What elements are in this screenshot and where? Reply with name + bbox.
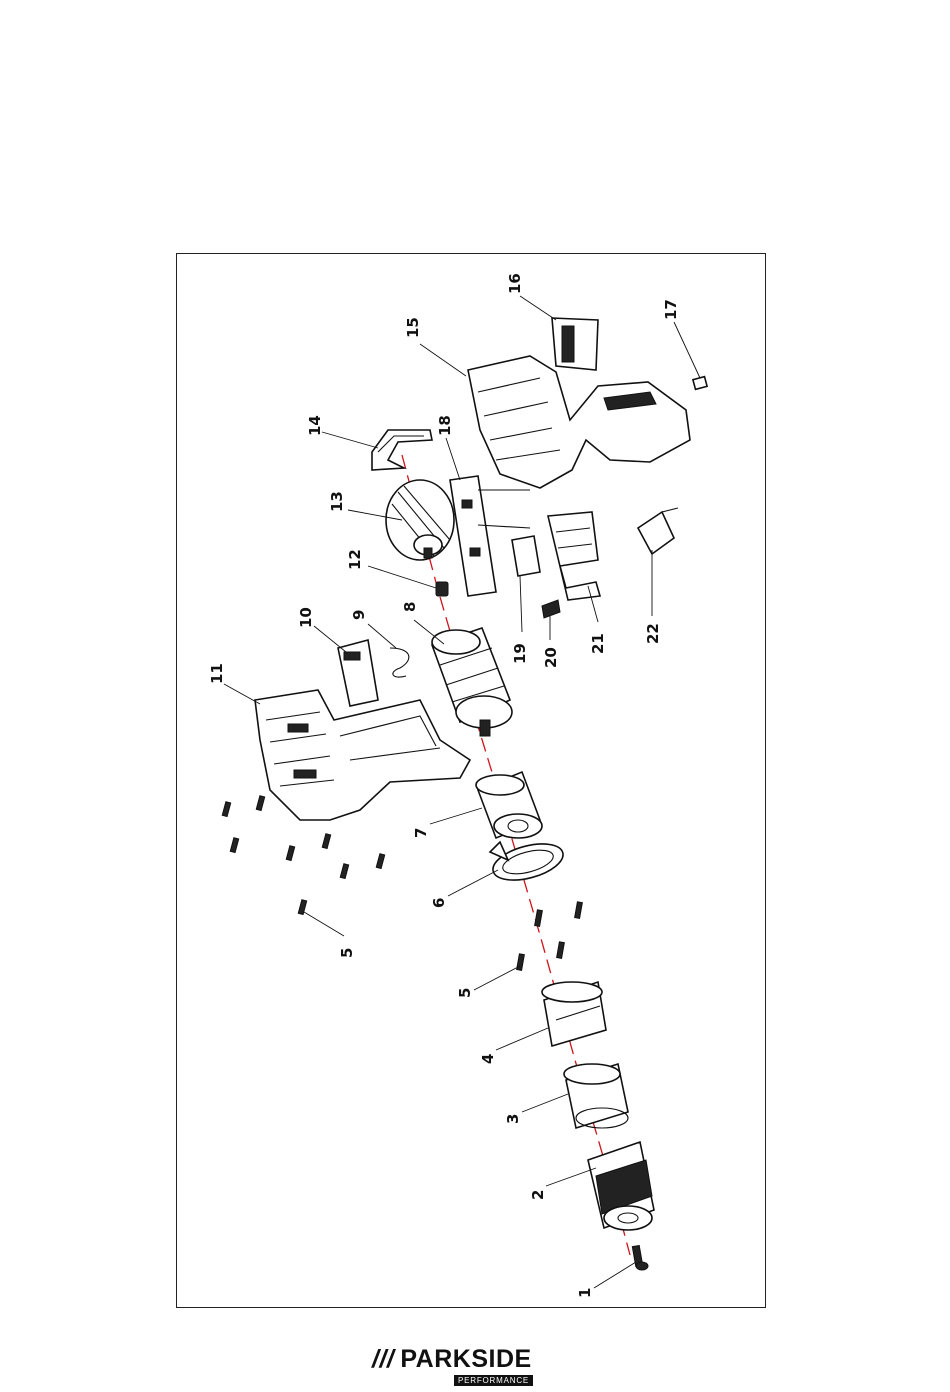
label-18: 18 [436,415,454,436]
label-1: 1 [576,1288,594,1298]
label-13: 13 [328,491,346,512]
brand-name: PARKSIDE [400,1345,531,1373]
part-21-switch [548,512,600,600]
label-22: 22 [644,623,662,644]
label-12: 12 [346,549,364,570]
label-2: 2 [529,1190,547,1200]
label-5-left: 5 [338,948,356,958]
label-4: 4 [479,1054,497,1064]
part-3-collar [564,1064,628,1128]
part-14-bracket [372,430,432,470]
label-11: 11 [208,663,226,684]
label-6: 6 [430,898,448,908]
part-16-label-plate [552,318,598,370]
label-8: 8 [401,602,419,612]
label-16: 16 [506,273,524,294]
part-8-gearbox [432,628,512,736]
part-11-housing-left [255,690,470,820]
part-2-chuck [588,1142,654,1230]
part-22-battery-contact [638,508,678,554]
part-7-gear-ring [476,772,542,838]
part-17-chip [693,377,707,390]
screws-set-b [517,902,583,971]
label-19: 19 [511,643,529,664]
label-9: 9 [350,610,368,620]
part-19-module [512,536,540,576]
part-13-motor [386,480,454,560]
label-20: 20 [542,647,560,668]
part-12-pinion [436,582,448,596]
part-6-clutch-ring [489,837,567,887]
part-1-screw [632,1245,648,1270]
label-15: 15 [404,317,422,338]
brand-mark: /// [372,1345,394,1373]
part-15-housing-right [468,356,690,488]
brand-wordmark: /// PARKSIDE [372,1345,532,1374]
label-14: 14 [306,415,324,436]
label-7: 7 [412,828,430,838]
part-4-ring [542,982,606,1046]
label-5-right: 5 [456,988,474,998]
label-10: 10 [297,607,315,628]
parkside-logo: /// PARKSIDE PERFORMANCE [372,1345,542,1387]
label-21: 21 [589,633,607,654]
label-3: 3 [504,1114,522,1124]
part-18-board [450,476,530,596]
part-9-spring [390,648,409,677]
brand-subline: PERFORMANCE [454,1375,533,1386]
part-20-contact [542,600,560,618]
label-17: 17 [662,299,680,320]
